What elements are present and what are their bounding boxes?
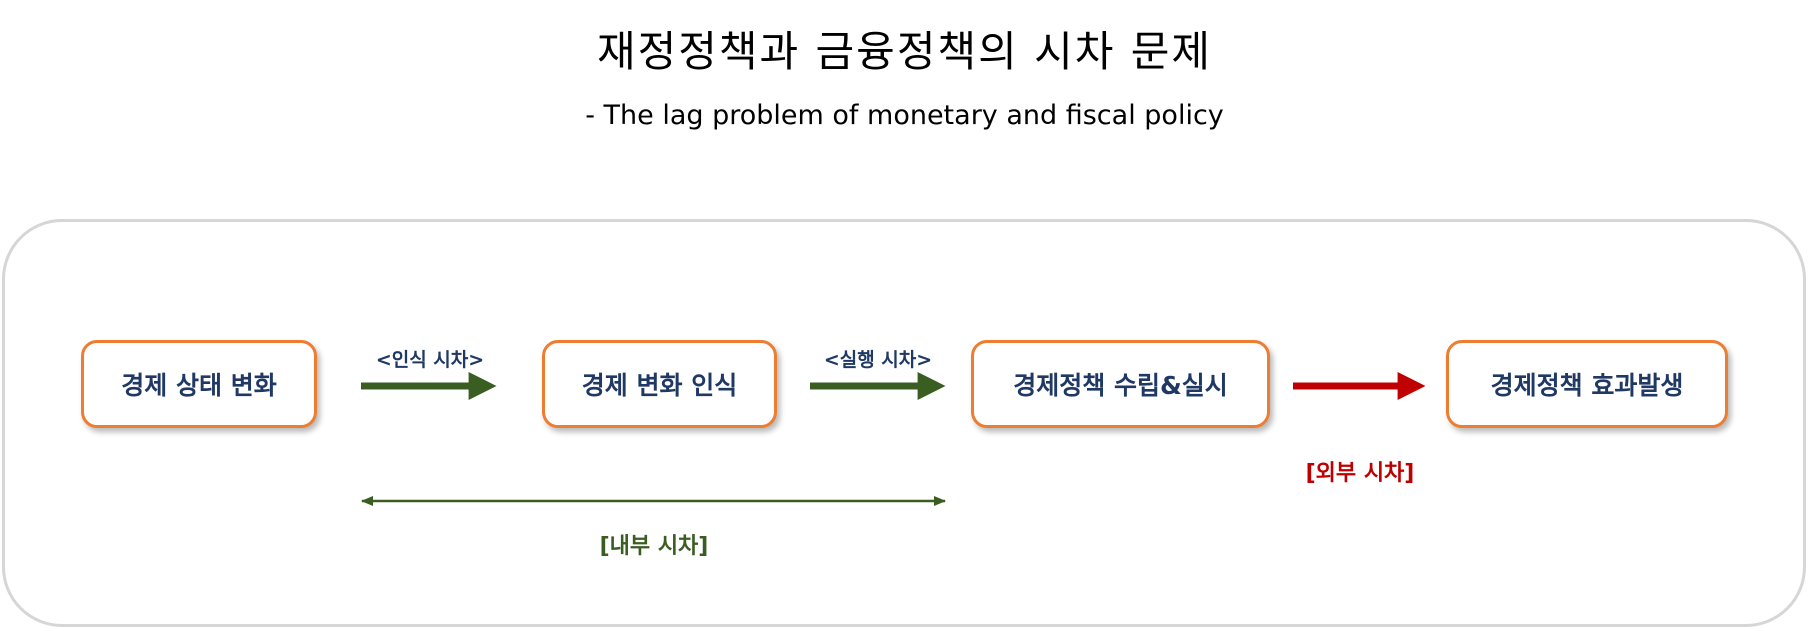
node-economic-change: 경제 상태 변화 xyxy=(81,340,317,428)
implementation-lag-label: <실행 시차> xyxy=(823,349,933,371)
external-lag-label: [외부 시차] xyxy=(1305,461,1415,486)
internal-lag-label: [내부 시차] xyxy=(599,534,709,559)
node-policy-effect: 경제정책 효과발생 xyxy=(1446,340,1728,428)
page-title: 재정정책과 금융정책의 시차 문제 xyxy=(596,27,1212,76)
page-subtitle: - The lag problem of monetary and fiscal… xyxy=(585,100,1224,131)
node-change-recognition: 경제 변화 인식 xyxy=(542,340,777,428)
recognition-lag-label: <인식 시차> xyxy=(375,349,485,371)
node-policy-implementation: 경제정책 수립&실시 xyxy=(971,340,1270,428)
